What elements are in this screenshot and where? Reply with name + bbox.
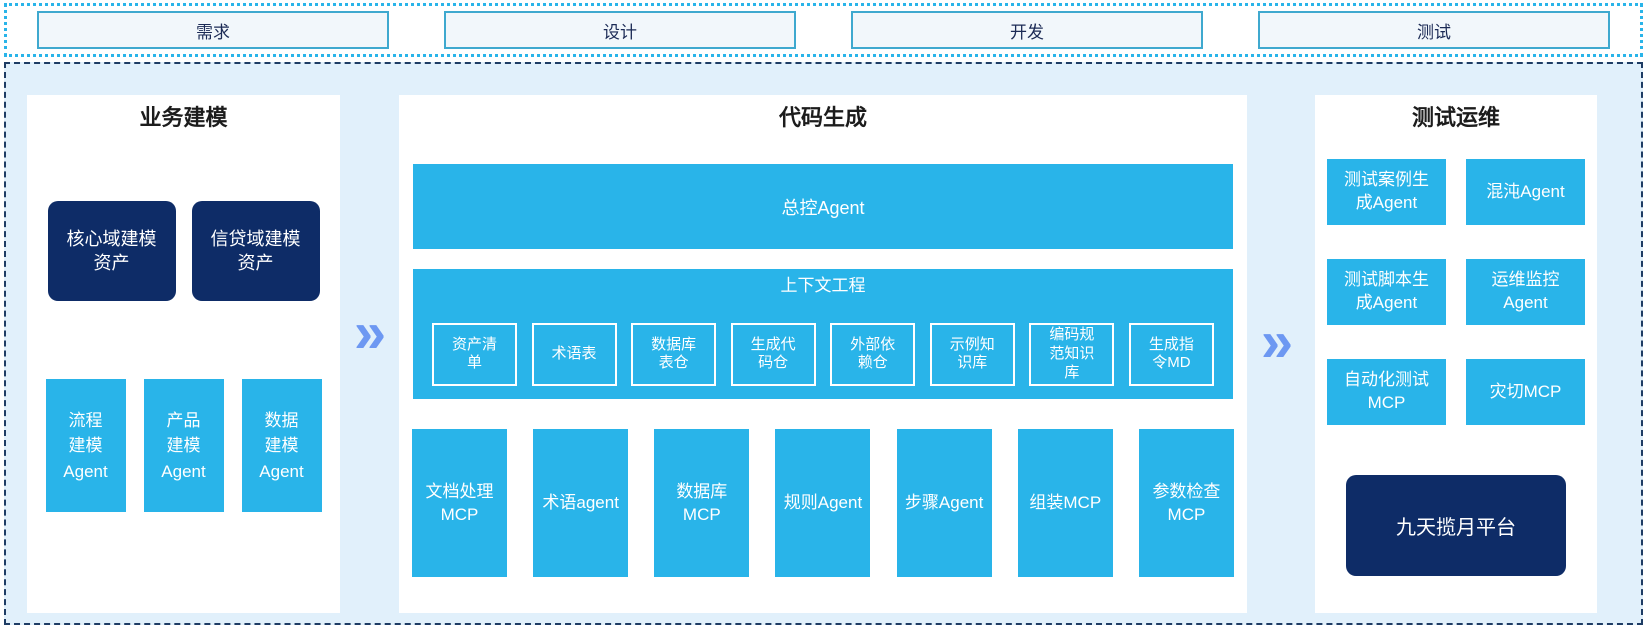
node-db-table-repo: 数据库 表仓 bbox=[631, 322, 717, 386]
main-board: 业务建模 核心域建模 资产 信贷域建模 资产 流程 建模 Agent 产品 建模… bbox=[4, 62, 1643, 625]
node-test-script-gen-agent: 测试脚本生 成Agent bbox=[1327, 259, 1446, 326]
stage-design: 设计 bbox=[444, 11, 796, 49]
stage-strip: 需求 设计 开发 测试 bbox=[4, 3, 1643, 57]
node-master-agent: 总控Agent bbox=[413, 164, 1233, 250]
stage-development: 开发 bbox=[851, 11, 1203, 49]
node-test-case-gen-agent: 测试案例生 成Agent bbox=[1327, 159, 1446, 226]
test-ops-title: 测试运维 bbox=[1411, 105, 1500, 130]
node-external-deps-repo: 外部依 赖仓 bbox=[830, 322, 916, 386]
node-data-modeling-agent: 数据 建模 Agent bbox=[241, 379, 322, 513]
node-terminology-agent: 术语agent bbox=[533, 429, 629, 578]
stage-requirements: 需求 bbox=[37, 11, 389, 49]
section-test-ops: 测试运维 测试案例生 成Agent 混沌Agent 测试脚本生 成Agent 运… bbox=[1315, 95, 1597, 613]
node-assembly-mcp: 组装MCP bbox=[1017, 429, 1113, 578]
node-rules-agent: 规则Agent bbox=[775, 429, 871, 578]
node-glossary: 术语表 bbox=[531, 322, 617, 386]
node-core-domain-assets: 核心域建模 资产 bbox=[47, 201, 176, 302]
node-step-agent: 步骤Agent bbox=[896, 429, 992, 578]
node-database-mcp: 数据库 MCP bbox=[654, 429, 750, 578]
codegen-tools-row: 文档处理 MCP 术语agent 数据库 MCP 规则Agent 步骤Agent… bbox=[412, 429, 1234, 578]
node-ops-monitoring-agent: 运维监控 Agent bbox=[1466, 259, 1585, 326]
node-gen-instruction-md: 生成指 令MD bbox=[1128, 322, 1214, 386]
node-chaos-agent: 混沌Agent bbox=[1466, 159, 1585, 226]
chevron-right-icon: » bbox=[1260, 309, 1294, 374]
modeling-assets-row: 核心域建模 资产 信贷域建模 资产 bbox=[47, 201, 320, 302]
context-engineering-container: 上下文工程 资产清 单 术语表 数据库 表仓 生成代 码仓 外部依 赖仓 示例知… bbox=[413, 269, 1233, 400]
node-coding-standards-kb: 编码规 范知识 库 bbox=[1029, 322, 1115, 386]
node-param-check-mcp: 参数检查 MCP bbox=[1138, 429, 1234, 578]
context-engineering-items: 资产清 单 术语表 数据库 表仓 生成代 码仓 外部依 赖仓 示例知 识库 编码… bbox=[432, 322, 1214, 386]
node-credit-domain-assets: 信贷域建模 资产 bbox=[191, 201, 320, 302]
node-asset-list: 资产清 单 bbox=[432, 322, 517, 386]
code-generation-title: 代码生成 bbox=[778, 105, 867, 130]
stage-testing: 测试 bbox=[1258, 11, 1610, 49]
context-engineering-title: 上下文工程 bbox=[780, 276, 866, 296]
node-disaster-switch-mcp: 灾切MCP bbox=[1466, 359, 1585, 426]
node-doc-processing-mcp: 文档处理 MCP bbox=[412, 429, 507, 578]
node-product-modeling-agent: 产品 建模 Agent bbox=[143, 379, 224, 513]
node-example-knowledge-base: 示例知 识库 bbox=[929, 322, 1015, 386]
node-generated-code-repo: 生成代 码仓 bbox=[730, 322, 816, 386]
section-business-modeling: 业务建模 核心域建模 资产 信贷域建模 资产 流程 建模 Agent 产品 建模… bbox=[27, 95, 340, 613]
section-code-generation: 代码生成 总控Agent 上下文工程 资产清 单 术语表 数据库 表仓 生成代 … bbox=[399, 95, 1247, 613]
test-ops-grid: 测试案例生 成Agent 混沌Agent 测试脚本生 成Agent 运维监控 A… bbox=[1327, 159, 1585, 426]
node-automated-test-mcp: 自动化测试 MCP bbox=[1327, 359, 1446, 426]
node-jiutian-lanyue-platform: 九天揽月平台 bbox=[1346, 475, 1566, 577]
business-modeling-title: 业务建模 bbox=[139, 105, 228, 130]
node-process-modeling-agent: 流程 建模 Agent bbox=[45, 379, 126, 513]
chevron-right-icon: » bbox=[353, 300, 387, 365]
modeling-agents-row: 流程 建模 Agent 产品 建模 Agent 数据 建模 Agent bbox=[45, 379, 322, 513]
